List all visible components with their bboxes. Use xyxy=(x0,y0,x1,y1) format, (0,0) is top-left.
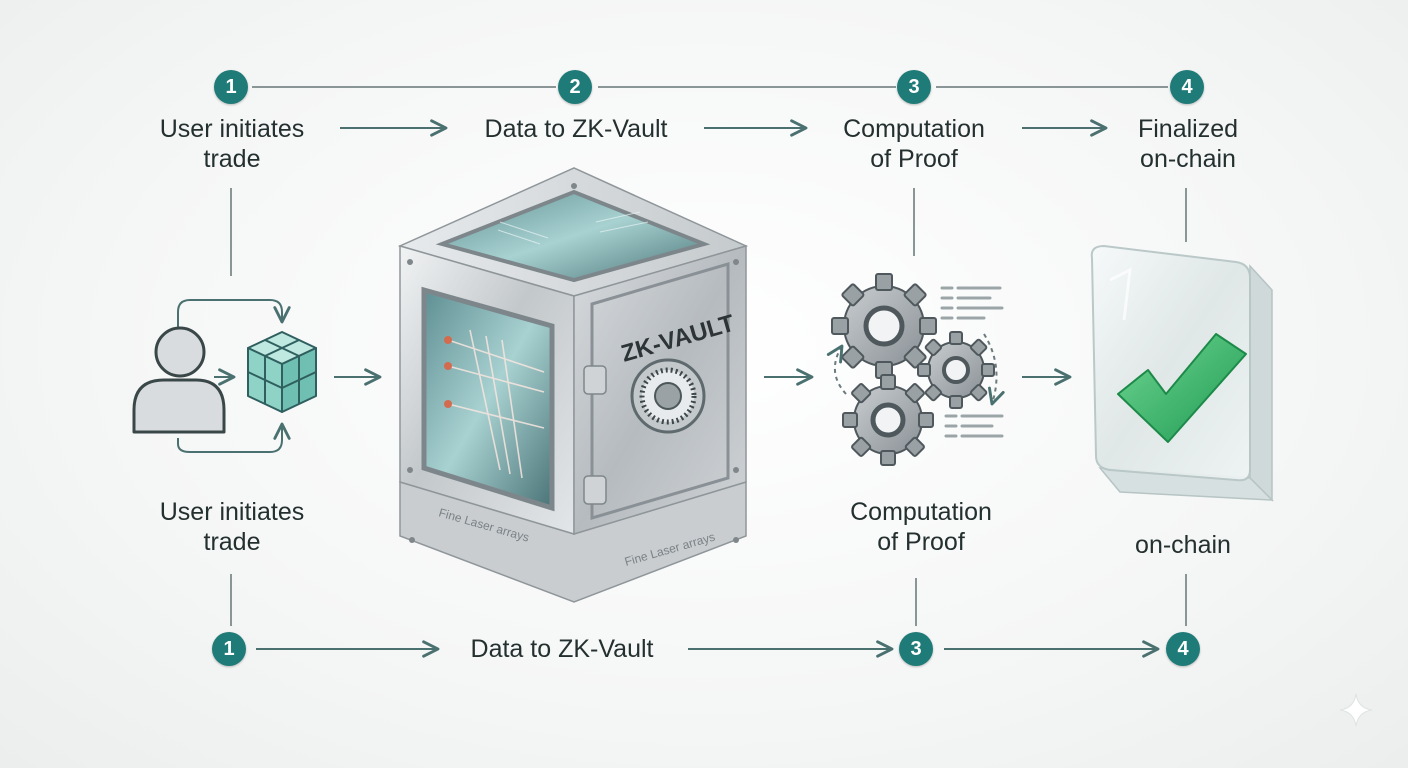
vertical-connectors xyxy=(230,188,1187,626)
proof-computation-label: Computation of Proof xyxy=(850,498,992,556)
top-connectors xyxy=(252,86,1168,137)
glass-panel xyxy=(1090,244,1251,482)
vault-door xyxy=(590,261,730,521)
loop-arrow-bottom xyxy=(177,422,291,453)
top-step-2-label: Data to ZK-Vault xyxy=(484,115,668,143)
top-step-3-label: Computation of Proof xyxy=(843,115,985,173)
top-step-4-label: Finalized on-chain xyxy=(1137,115,1239,173)
top-step-4-badge: 4 xyxy=(1170,70,1204,104)
onchain-check-icon xyxy=(1090,244,1274,502)
bottom-step-1-badge: 1 xyxy=(212,632,246,666)
rotate-arrow-left xyxy=(826,344,847,395)
gear-icon xyxy=(917,331,995,409)
gear-icon xyxy=(842,374,934,466)
checkmark-icon xyxy=(1117,333,1247,443)
user-initiates-label: User initiates trade xyxy=(159,498,305,556)
vault-side-window xyxy=(421,286,555,512)
top-step-2-badge: 2 xyxy=(558,70,592,104)
user-to-cube-group xyxy=(132,299,317,453)
top-step-1-label: User initiates trade xyxy=(159,115,305,173)
vault-hinge-top xyxy=(583,365,607,395)
user-icon xyxy=(132,326,226,434)
rotate-arrow-right xyxy=(983,333,1005,406)
vault-top-window xyxy=(435,189,711,283)
top-step-1-badge: 1 xyxy=(214,70,248,104)
laser-array xyxy=(447,329,545,479)
onchain-label: on-chain xyxy=(1135,531,1231,559)
bottom-step-2-label: Data to ZK-Vault xyxy=(470,635,654,663)
loop-arrow-top xyxy=(177,299,291,330)
code-lines-icon xyxy=(940,286,1004,438)
top-step-3-badge: 3 xyxy=(897,70,931,104)
proof-computation-icon xyxy=(826,273,1005,466)
combination-dial xyxy=(630,358,706,434)
glass-panel-side xyxy=(1249,264,1273,502)
bottom-step-3-badge: 3 xyxy=(899,632,933,666)
sparkle-icon xyxy=(1339,693,1373,727)
cube-icon xyxy=(247,331,317,413)
vault-icon: ZK-VAULT Fine Laser arrays Fine Laser ar… xyxy=(397,167,749,603)
gear-icon xyxy=(831,273,937,379)
bottom-step-4-badge: 4 xyxy=(1166,632,1200,666)
vault-hinge-bottom xyxy=(583,475,607,505)
